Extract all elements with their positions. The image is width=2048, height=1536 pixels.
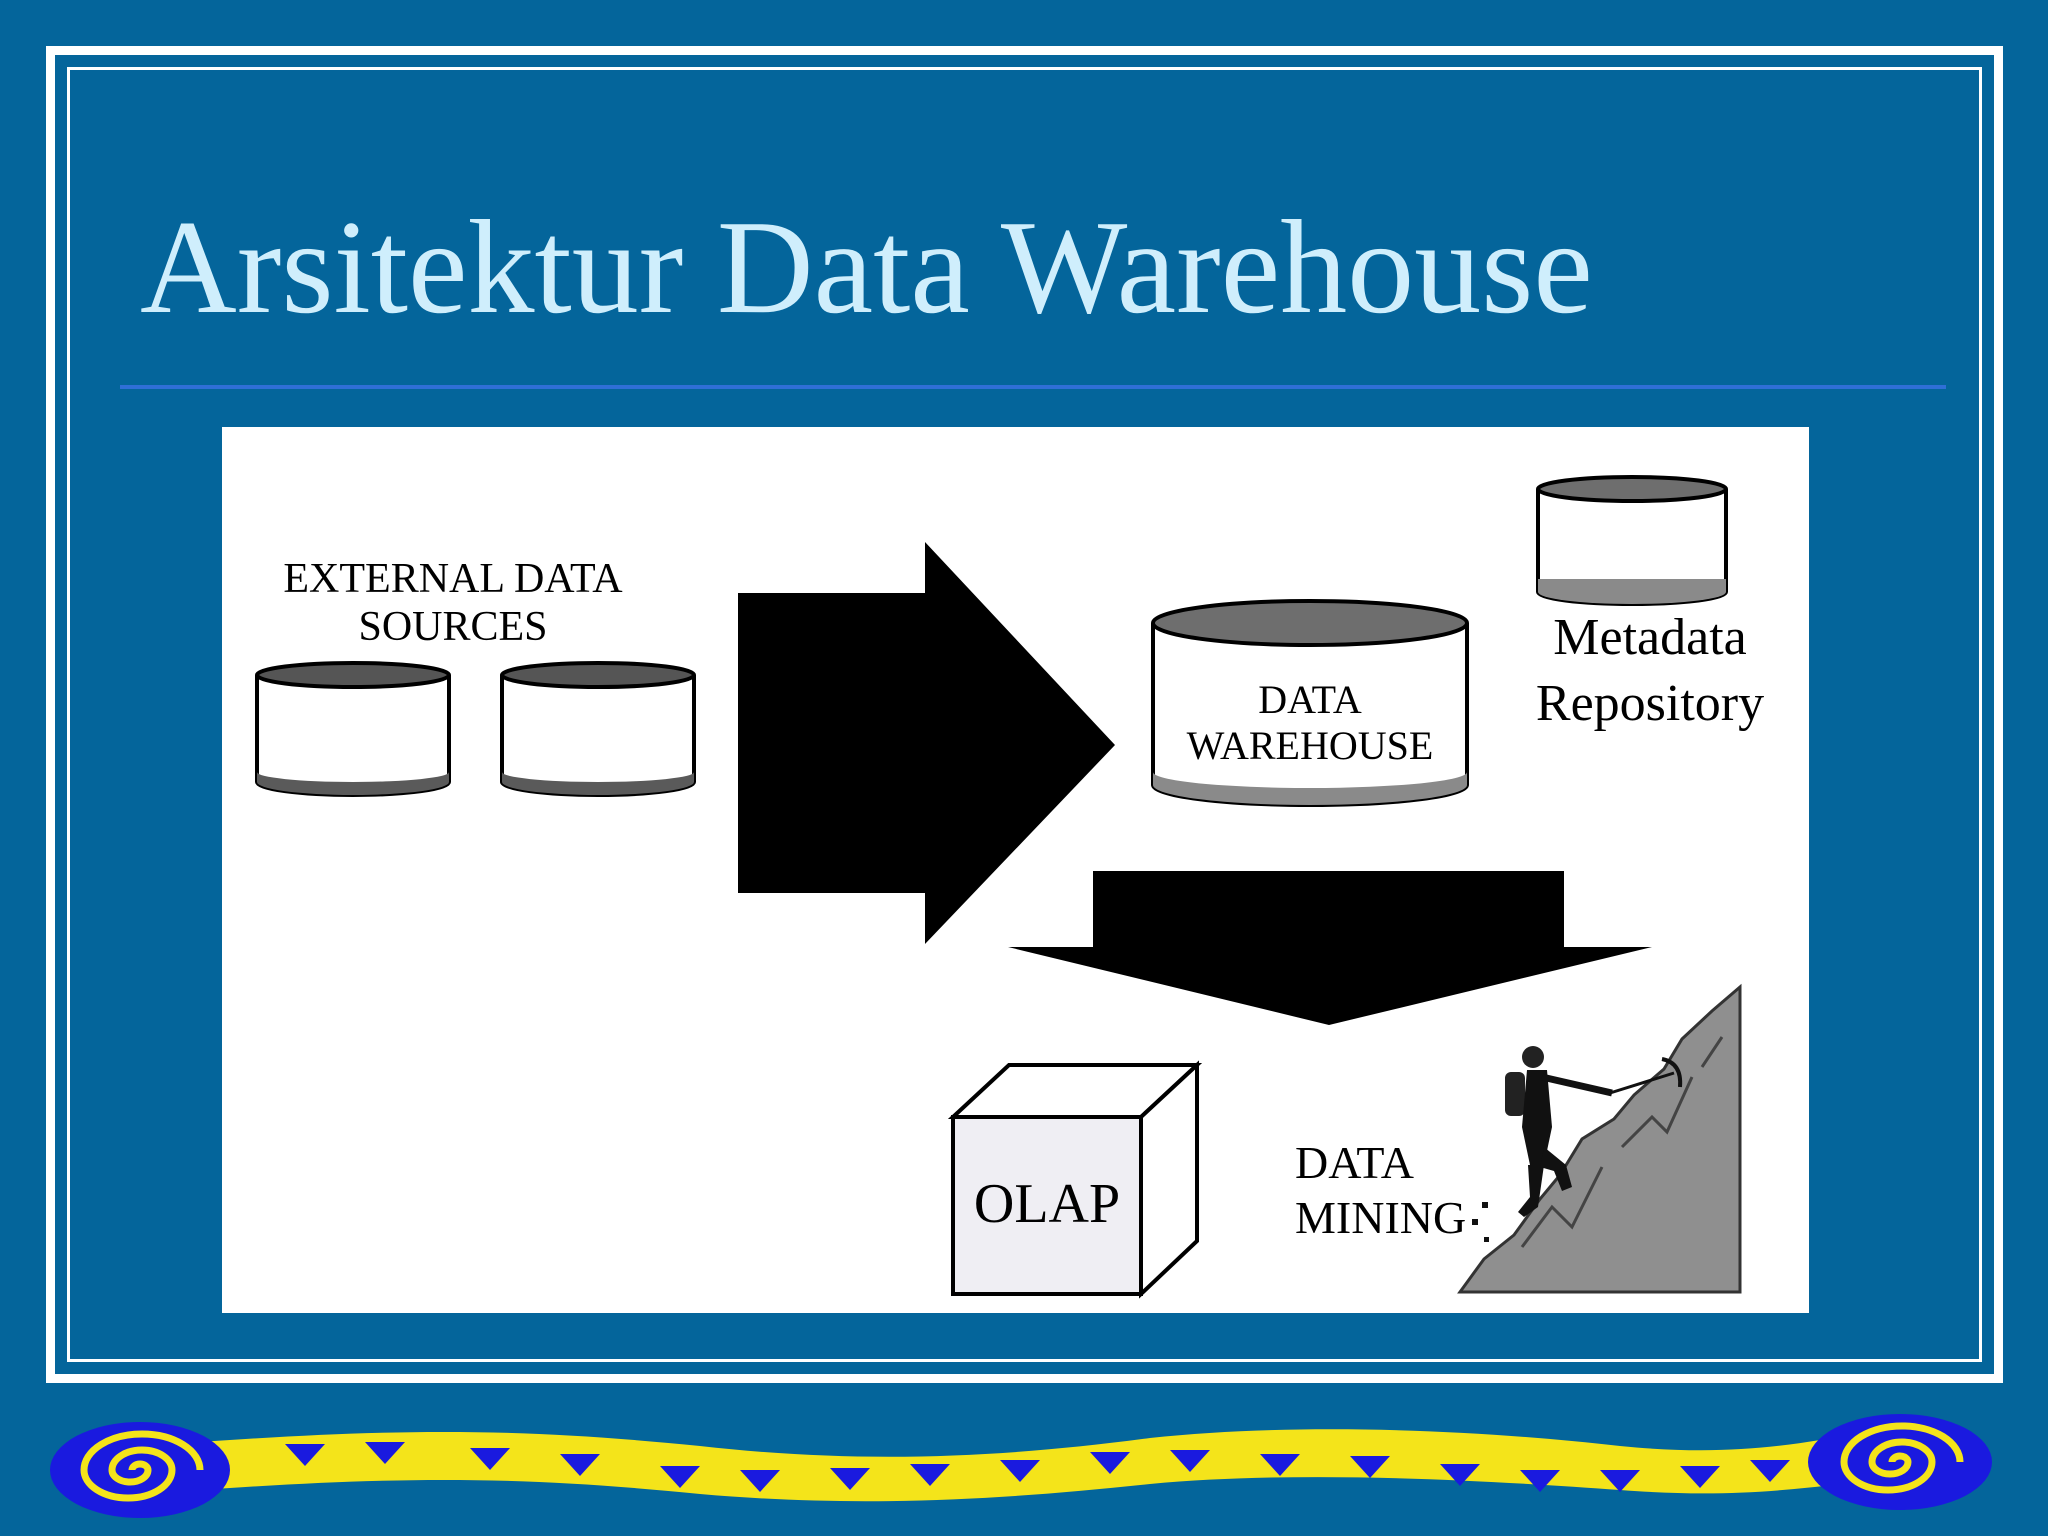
data-warehouse-label: DATA WAREHOUSE xyxy=(1150,677,1470,769)
slide-title: Arsitektur Data Warehouse xyxy=(140,193,1593,341)
slide-frame-inner xyxy=(67,67,1982,1362)
data-warehouse-line1: DATA xyxy=(1258,677,1362,722)
architecture-diagram: EXTERNAL DATA SOURCES DATA WAREHOUSE Met… xyxy=(222,427,1809,1313)
spiral-left-icon xyxy=(50,1422,230,1518)
data-warehouse-line2: WAREHOUSE xyxy=(1186,723,1434,768)
metadata-repository-cylinder xyxy=(1536,475,1728,606)
metadata-repository-label: Metadata Repository xyxy=(1505,605,1795,736)
external-sources-line1: EXTERNAL DATA xyxy=(283,556,623,602)
external-source-cylinder-1 xyxy=(255,661,451,797)
metadata-line2: Repository xyxy=(1535,674,1765,732)
slide-frame-outer xyxy=(46,46,2003,1383)
olap-label: OLAP xyxy=(973,1173,1121,1235)
decorative-band xyxy=(50,1414,1992,1518)
olap-cube xyxy=(947,1060,1203,1299)
data-mining-label: DATA MINING xyxy=(1295,1135,1466,1245)
data-warehouse-cylinder xyxy=(1151,599,1469,807)
data-mining-line1: DATA xyxy=(1295,1137,1414,1188)
spiral-right-icon xyxy=(1808,1414,1992,1510)
external-sources-label: EXTERNAL DATA SOURCES xyxy=(282,555,624,652)
title-divider xyxy=(120,385,1946,389)
external-sources-line2: SOURCES xyxy=(358,604,548,651)
climber-icon xyxy=(1472,1046,1683,1242)
analysis-arrow xyxy=(1008,871,1652,1025)
data-mining-line2: MINING xyxy=(1295,1192,1467,1244)
mountain-icon xyxy=(1457,983,1742,1294)
metadata-line1: Metadata xyxy=(1553,609,1747,666)
extract-arrow xyxy=(738,542,1115,944)
external-source-cylinder-2 xyxy=(500,661,696,797)
